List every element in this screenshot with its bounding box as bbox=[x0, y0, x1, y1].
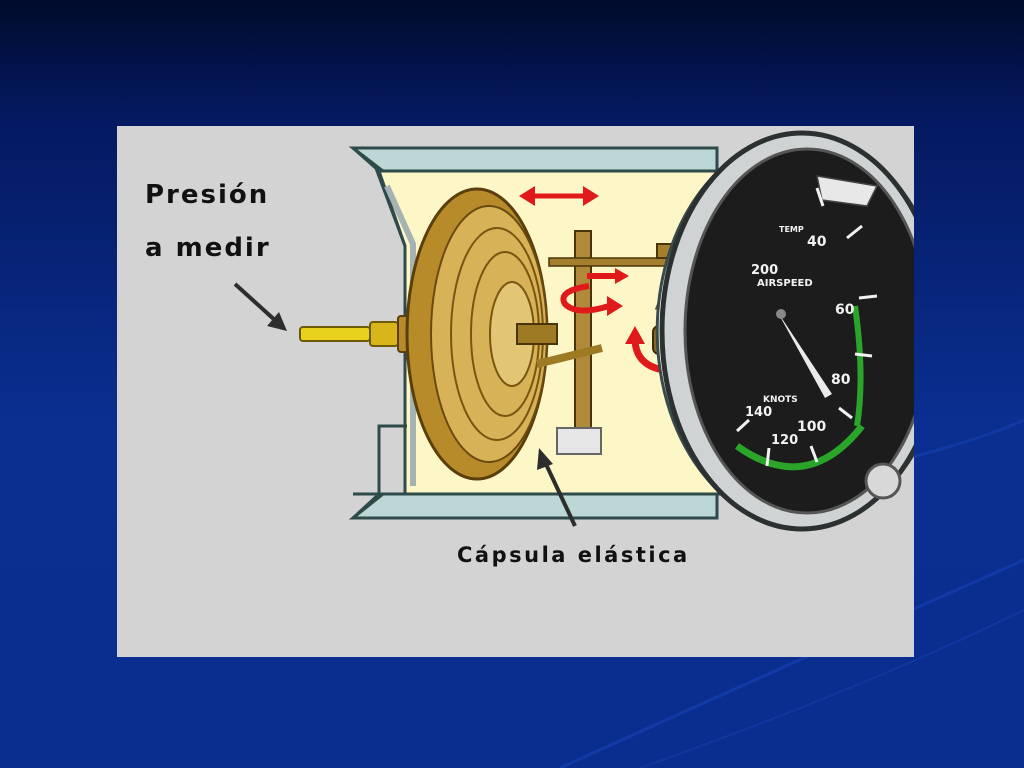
diagram-drawing: AIRSPEED KNOTS TEMP 40 60 80 100 120 140… bbox=[233, 130, 914, 532]
airspeed-dial: AIRSPEED KNOTS TEMP 40 60 80 100 120 140… bbox=[655, 130, 914, 532]
pointer-arrow-icon bbox=[233, 282, 287, 331]
elastic-capsule bbox=[405, 187, 549, 481]
dial-label-temp: TEMP bbox=[779, 225, 804, 234]
dial-number-40: 40 bbox=[807, 234, 827, 250]
dial-knob bbox=[864, 462, 902, 500]
label-capsula-elastica: Cápsula elástica bbox=[457, 543, 690, 567]
label-a-medir: a medir bbox=[145, 233, 271, 263]
dial-number-100: 100 bbox=[797, 419, 826, 435]
dial-number-80: 80 bbox=[831, 372, 851, 388]
dial-label-knots: KNOTS bbox=[763, 395, 798, 405]
dial-number-120: 120 bbox=[771, 433, 798, 448]
double-arrow-icon bbox=[519, 186, 599, 206]
dial-number-140: 140 bbox=[745, 405, 772, 420]
pressure-gauge-diagram: AIRSPEED KNOTS TEMP 40 60 80 100 120 140… bbox=[117, 126, 914, 657]
rotation-arrow-icon bbox=[560, 268, 629, 316]
dial-number-200: 200 bbox=[751, 263, 778, 278]
label-presion: Presión bbox=[145, 180, 270, 210]
pressure-inlet-pipe bbox=[299, 315, 413, 353]
dial-label-airspeed: AIRSPEED bbox=[757, 278, 813, 289]
dial-number-60: 60 bbox=[835, 302, 855, 318]
pointer-arrow-icon bbox=[537, 448, 577, 527]
